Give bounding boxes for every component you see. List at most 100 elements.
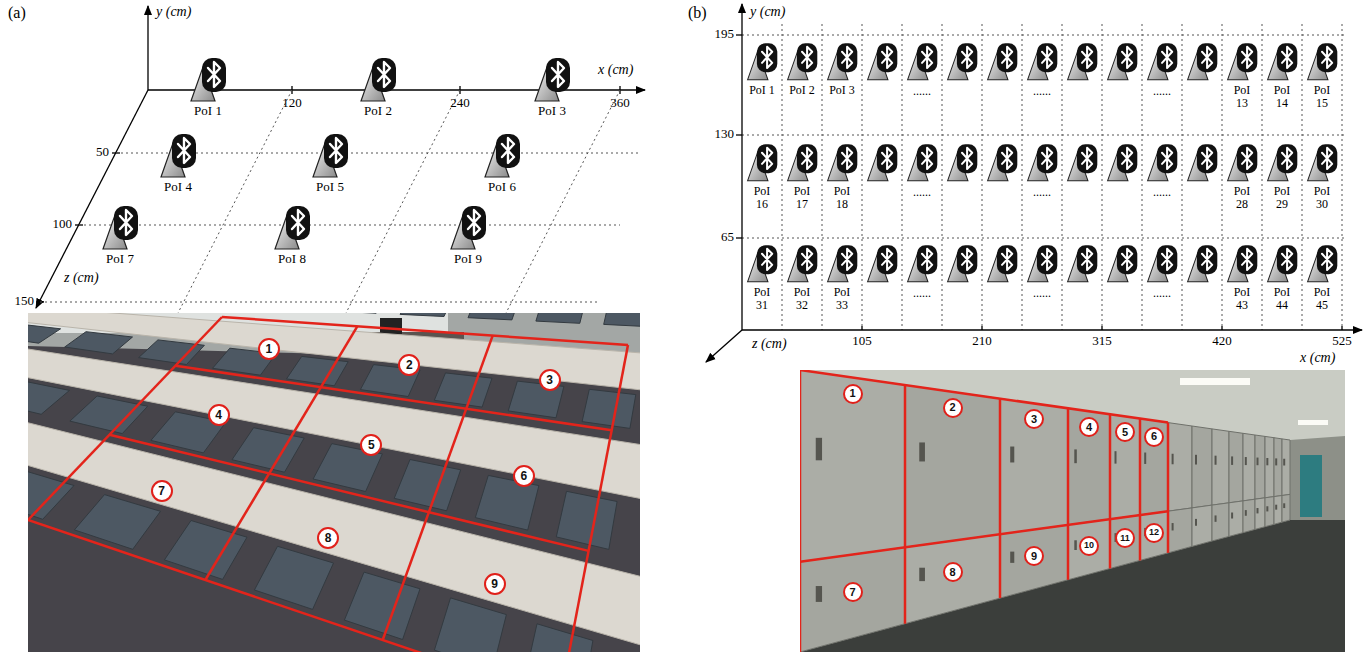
tick: [736, 237, 742, 238]
grid-line: [1109, 414, 1112, 568]
beacon-icons: [103, 43, 1337, 282]
locker-door: [1140, 419, 1168, 515]
tick-value: 150: [15, 294, 35, 309]
ellipsis-dots: ......: [913, 85, 931, 99]
tick-value: 210: [972, 334, 992, 349]
locker-door: [1255, 498, 1265, 530]
bluetooth-beacon-icon: [828, 43, 858, 80]
locker-door: [1229, 431, 1243, 503]
grid-line: [1067, 408, 1070, 580]
grid-line: [506, 90, 620, 313]
tick-value: 65: [721, 230, 734, 245]
callout-number: 2: [943, 398, 963, 418]
table: [28, 357, 640, 648]
poi-label: PoI 7: [106, 252, 134, 267]
callout-number: 10: [1079, 536, 1099, 556]
bluetooth-beacon-icon: [1188, 144, 1218, 181]
grid-line: [205, 326, 357, 580]
locker-handle: [1215, 515, 1217, 521]
bluetooth-beacon-icon: [828, 245, 858, 282]
locker-handle: [1010, 552, 1014, 563]
locker-handle: [816, 438, 822, 460]
locker-handle: [1283, 503, 1285, 508]
grid-line: [742, 35, 1345, 36]
poi-label: PoI 3: [538, 104, 566, 119]
bluetooth-beacon-icon: [275, 206, 310, 249]
bluetooth-beacon-icon: [1028, 144, 1058, 181]
bluetooth-beacon-icon: [1308, 144, 1338, 181]
locker-door: [1255, 435, 1265, 499]
callout-number: 5: [360, 434, 382, 456]
callout-number: 7: [151, 480, 173, 502]
poi-label: PoI 4: [164, 180, 192, 195]
panel-a-gridlines: [40, 90, 640, 313]
locker-photo: [800, 370, 1345, 652]
grid-line: [800, 511, 1168, 562]
bluetooth-beacon-icon: [1268, 245, 1298, 282]
locker-door: [1243, 433, 1255, 501]
axis-label: z (cm): [752, 336, 787, 352]
bluetooth-beacon-icon: [988, 144, 1018, 181]
panel-a-axes: [36, 6, 645, 308]
grid-line: [782, 24, 783, 330]
tick-value: 525: [1332, 334, 1352, 349]
grid-line: [178, 90, 292, 313]
ellipsis-dots: ......: [1033, 186, 1051, 200]
door: [1300, 455, 1322, 517]
locker-handle: [1231, 456, 1233, 465]
ceiling-light: [1298, 420, 1328, 425]
grid-line: [1142, 24, 1143, 330]
grid-line: [1182, 24, 1183, 330]
ellipsis-dots: ......: [1033, 85, 1051, 99]
poi-label: PoI 16: [747, 185, 777, 211]
poi-label: PoI 30: [1307, 185, 1337, 211]
bluetooth-beacon-icon: [788, 245, 818, 282]
bluetooth-beacon-icon: [451, 206, 486, 249]
z-axis: [36, 90, 148, 308]
poi-label: PoI 13: [1227, 84, 1257, 110]
bluetooth-beacon-icon: [748, 144, 778, 181]
monitor: [380, 318, 402, 334]
locker-door: [1212, 503, 1229, 541]
poi-label: PoI 15: [1307, 84, 1337, 110]
poi-label: PoI 3: [827, 84, 857, 97]
grid-line: [175, 366, 611, 430]
locker-handle: [1195, 455, 1197, 465]
poi-label: PoI 2: [364, 104, 392, 119]
bluetooth-beacon-icon: [1148, 43, 1178, 80]
chair: [524, 624, 593, 652]
callout-number: 9: [1024, 546, 1044, 566]
callout-number: 1: [258, 338, 280, 360]
z-axis: [706, 330, 742, 362]
locker-handle: [1195, 519, 1197, 526]
callout-number: 9: [484, 573, 506, 595]
chair: [394, 460, 461, 511]
locker-door: [1000, 525, 1068, 598]
bluetooth-beacon-icon: [868, 245, 898, 282]
poi-label: PoI 33: [827, 286, 857, 312]
bluetooth-beacon-icon: [948, 144, 978, 181]
grid-line: [1022, 24, 1023, 330]
axis-label: y (cm): [750, 4, 785, 20]
grid-line: [1139, 419, 1142, 561]
ceiling-light: [1180, 378, 1250, 385]
bluetooth-beacon-icon: [1148, 144, 1178, 181]
grid-line: [383, 336, 493, 640]
locker-door: [1068, 519, 1110, 580]
bluetooth-beacon-icon: [788, 144, 818, 181]
locker-door: [905, 534, 1000, 623]
bluetooth-beacon-icon: [1308, 43, 1338, 80]
bluetooth-beacon-icon: [748, 43, 778, 80]
bluetooth-beacon-icon: [191, 58, 226, 101]
locker-handle: [919, 442, 925, 461]
tables: [28, 313, 640, 652]
poi-label: PoI 8: [278, 252, 306, 267]
axis-label: x (cm): [1300, 350, 1335, 366]
grid-line: [742, 135, 1345, 136]
bluetooth-beacon-icon: [1028, 43, 1058, 80]
locker-handle: [1215, 456, 1217, 465]
bluetooth-beacon-icon: [1108, 144, 1138, 181]
poi-label: PoI 1: [194, 104, 222, 119]
tick-value: 360: [610, 96, 630, 111]
locker-handle: [816, 586, 822, 602]
